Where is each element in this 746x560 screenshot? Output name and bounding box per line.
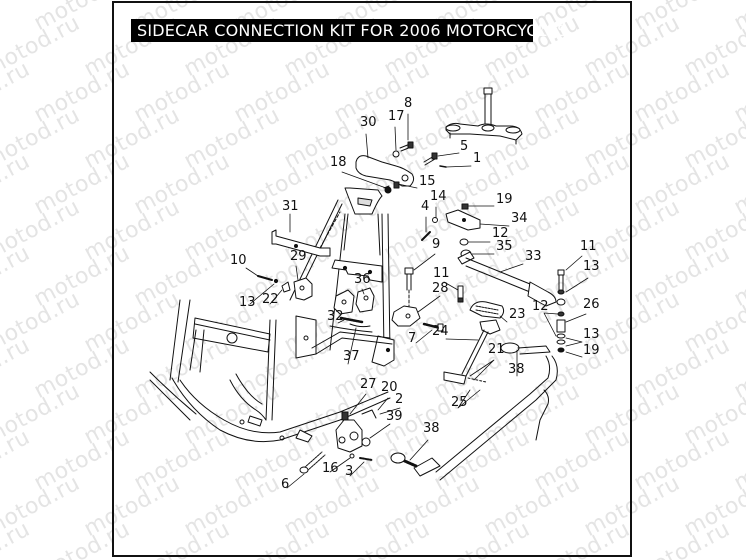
part-callout-29: 29 <box>290 249 307 264</box>
part-callout-7: 7 <box>408 331 417 346</box>
part-callout-28: 28 <box>432 281 449 296</box>
diagram-title: SIDECAR CONNECTION KIT FOR 2006 MOTORCYC… <box>131 19 567 42</box>
part-callout-1: 1 <box>473 151 482 166</box>
plate-34-illustration <box>421 203 481 259</box>
part-callout-38: 38 <box>423 421 440 436</box>
clamp-36-illustration <box>333 287 375 328</box>
triple-clamp-illustration <box>445 87 523 145</box>
part-callout-21: 21 <box>488 342 505 357</box>
part-callout-31: 31 <box>282 199 299 214</box>
part-callout-24: 24 <box>432 324 449 339</box>
part-callout-11: 11 <box>433 266 450 281</box>
part-callout-14: 14 <box>430 189 447 204</box>
part-callout-9: 9 <box>432 237 441 252</box>
leader-lines <box>245 113 589 489</box>
part-callout-19: 19 <box>583 343 600 358</box>
clamp-28-illustration <box>391 267 444 332</box>
part-callout-26: 26 <box>583 297 600 312</box>
upper-bracket-illustration <box>355 141 447 194</box>
part-callout-34: 34 <box>511 211 528 226</box>
part-callout-13: 13 <box>583 259 600 274</box>
part-callout-13: 13 <box>583 327 600 342</box>
footpeg-lever-illustration <box>443 301 505 385</box>
diagram-frame <box>112 1 632 557</box>
part-callout-38: 38 <box>508 362 525 377</box>
part-callout-17: 17 <box>388 109 405 124</box>
part-callout-4: 4 <box>421 199 430 214</box>
part-callout-19: 19 <box>496 192 513 207</box>
part-callout-30: 30 <box>360 115 377 130</box>
part-callout-18: 18 <box>330 155 347 170</box>
part-callout-23: 23 <box>509 307 526 322</box>
part-callout-11: 11 <box>580 239 597 254</box>
part-callout-37: 37 <box>343 349 360 364</box>
part-callout-6: 6 <box>281 477 290 492</box>
part-callout-20: 20 <box>381 380 398 395</box>
part-callout-15: 15 <box>419 174 436 189</box>
part-callout-3: 3 <box>345 464 354 479</box>
part-callout-8: 8 <box>404 96 413 111</box>
part-callout-35: 35 <box>496 239 513 254</box>
part-callout-10: 10 <box>230 253 247 268</box>
bracket-31-illustration <box>271 211 341 257</box>
part-callout-32: 32 <box>327 309 344 324</box>
part-callout-13: 13 <box>239 295 256 310</box>
part-callout-12: 12 <box>532 299 549 314</box>
part-callout-39: 39 <box>386 409 403 424</box>
part-callout-22: 22 <box>262 292 279 307</box>
lower-clamp-illustration <box>299 409 377 474</box>
clamp-29-illustration <box>257 275 313 301</box>
part-callout-33: 33 <box>525 249 542 264</box>
part-callout-5: 5 <box>460 139 469 154</box>
sidecar-arm-illustration <box>390 342 558 481</box>
part-callout-12: 12 <box>492 226 509 241</box>
part-callout-2: 2 <box>395 392 404 407</box>
part-callout-27: 27 <box>360 377 377 392</box>
hardware-stack-illustration <box>556 269 566 353</box>
part-callout-25: 25 <box>451 395 468 410</box>
part-callout-36: 36 <box>354 272 371 287</box>
part-callout-16: 16 <box>322 461 339 476</box>
motorcycle-frame-illustration <box>149 187 395 443</box>
strut-33-illustration <box>457 251 557 307</box>
